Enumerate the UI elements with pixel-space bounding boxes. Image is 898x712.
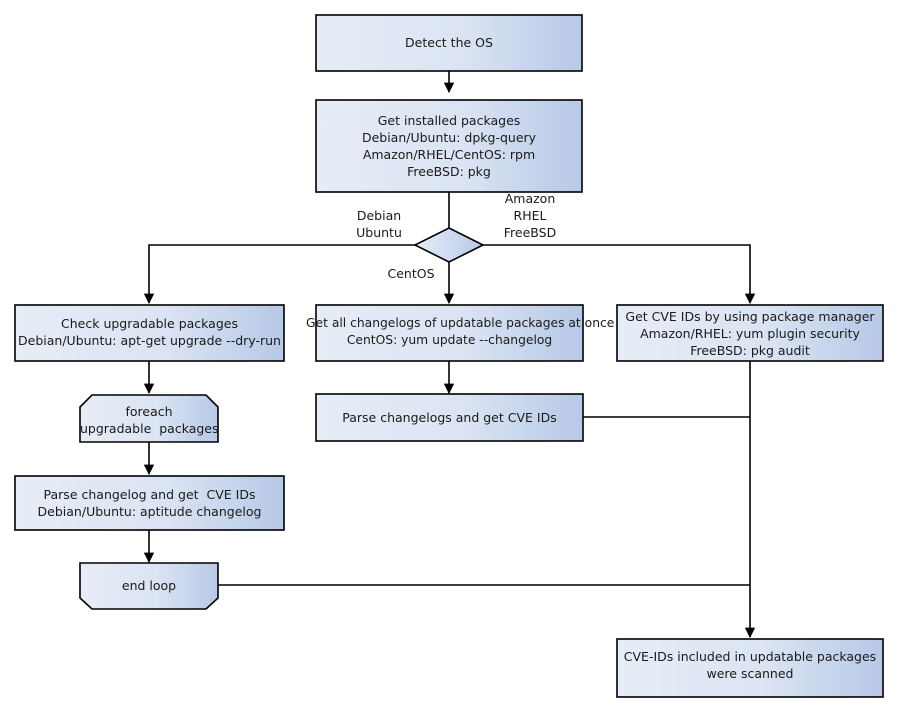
node-parse-changelogs-bulk[interactable] [315,393,584,442]
edge-label-centos: CentOS [380,265,442,282]
node-detect-os[interactable] [315,14,583,72]
text-line: CentOS [387,266,435,281]
node-parse-changelog-single[interactable] [14,475,285,531]
node-get-installed-packages[interactable] [315,99,583,193]
text-line: FreeBSD [503,225,557,240]
node-get-all-changelogs[interactable] [315,304,584,362]
node-foreach-loop-start[interactable] [79,394,219,443]
edge-decision-right-amazon [483,244,756,305]
text-line: Ubuntu [356,225,402,240]
node-scan-complete[interactable] [616,638,884,698]
edge-decision-left-debian [143,244,415,305]
node-get-cve-ids-pkgmgr[interactable] [616,304,884,362]
node-os-decision-diamond[interactable] [413,227,485,263]
node-end-loop[interactable] [79,562,219,610]
text-line: RHEL [513,208,547,223]
node-check-upgradable[interactable] [14,304,285,362]
text-line: Debian [356,208,402,223]
text-line: Amazon [504,191,556,206]
